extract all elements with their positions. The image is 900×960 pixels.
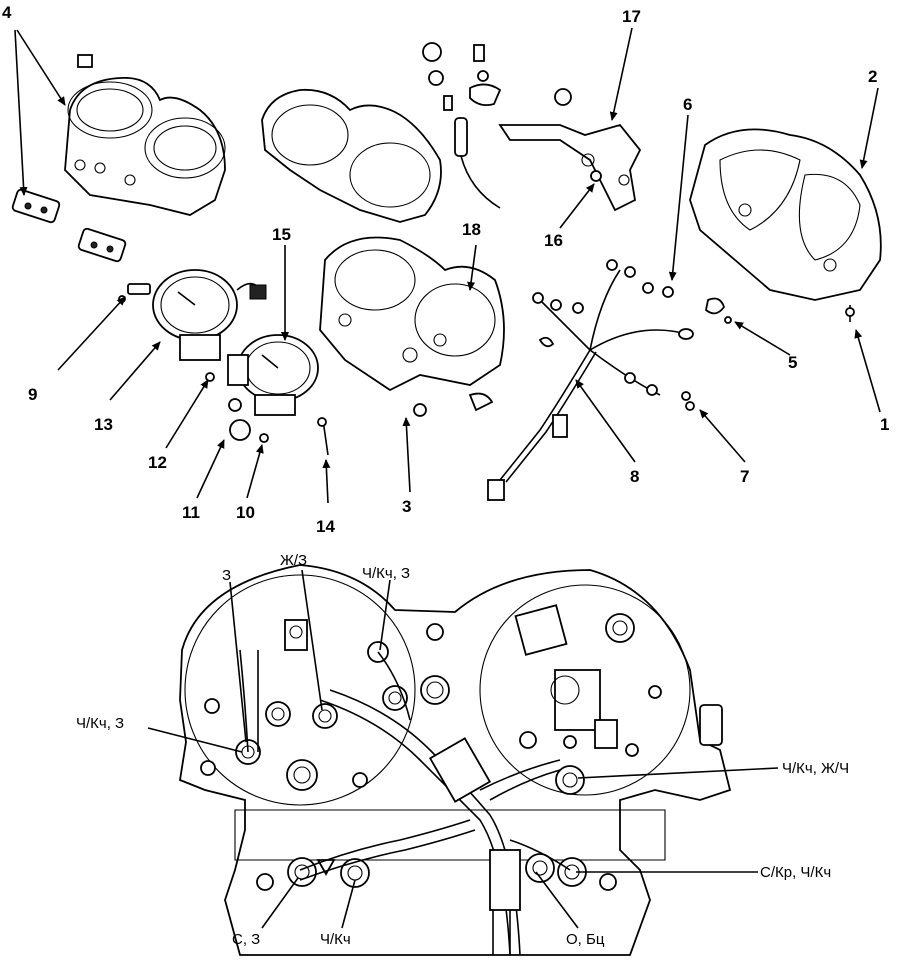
callout-15: 15 — [272, 225, 291, 244]
callout-10: 10 — [236, 503, 255, 522]
wire-label-leaders — [147, 569, 779, 929]
callout-leaders — [14, 27, 881, 504]
meter-rear-view — [178, 564, 732, 956]
callout-1: 1 — [880, 415, 889, 434]
wire-label-ch-kch: Ч/Кч — [320, 931, 351, 948]
gasket-part — [261, 88, 442, 223]
callout-8: 8 — [630, 467, 639, 486]
tachometer-part — [227, 334, 319, 416]
wire-label-ch-kch-z-left: Ч/Кч, З — [76, 715, 124, 732]
callout-14: 14 — [316, 517, 335, 536]
nut-part — [590, 170, 602, 182]
grommet-pad-lower — [77, 227, 127, 263]
grommet-pad-upper — [11, 188, 61, 224]
callout-17: 17 — [622, 7, 641, 26]
bolt-set-part — [422, 42, 502, 209]
wire-label-zh-z: Ж/З — [280, 552, 307, 569]
callout-16: 16 — [544, 231, 563, 250]
long-screw-part — [317, 417, 329, 456]
wire-color-labels: З Ж/З Ч/Кч, З Ч/Кч, З Ч/Кч, Ж/Ч С/Кр, Ч/… — [76, 552, 849, 948]
callout-6: 6 — [683, 95, 692, 114]
screws-7-part — [681, 391, 695, 411]
screw-1-part — [845, 305, 855, 322]
callout-9: 9 — [28, 385, 37, 404]
callout-2: 2 — [868, 67, 877, 86]
wire-harness-part — [487, 259, 694, 501]
wire-label-z-top: З — [222, 567, 231, 584]
callout-3: 3 — [402, 497, 411, 516]
callout-11: 11 — [182, 503, 200, 522]
callout-numbers: 1 2 3 4 5 6 7 8 9 10 11 12 13 14 15 16 1… — [2, 3, 889, 536]
callout-5: 5 — [788, 353, 797, 372]
lower-housing-part — [689, 128, 882, 301]
wire-label-s-z: С, З — [232, 931, 260, 948]
small-hardware-part — [205, 372, 269, 443]
wire-label-s-kr-ch-kch: С/Кр, Ч/Кч — [760, 864, 831, 881]
clamp-part — [705, 297, 732, 324]
upper-housing-part — [64, 54, 226, 216]
bracket-part — [498, 88, 642, 212]
callout-18: 18 — [462, 220, 481, 239]
wire-label-ch-kch-z-top: Ч/Кч, З — [362, 565, 410, 582]
callout-12: 12 — [148, 453, 167, 472]
wire-label-ch-kch-zh-ch: Ч/Кч, Ж/Ч — [782, 760, 849, 777]
wire-label-o-bc: О, Бц — [566, 931, 605, 948]
speedometer-part — [152, 269, 267, 361]
callout-7: 7 — [740, 467, 749, 486]
callout-4: 4 — [2, 3, 12, 22]
meter-case-part — [319, 236, 505, 417]
callout-13: 13 — [94, 415, 113, 434]
